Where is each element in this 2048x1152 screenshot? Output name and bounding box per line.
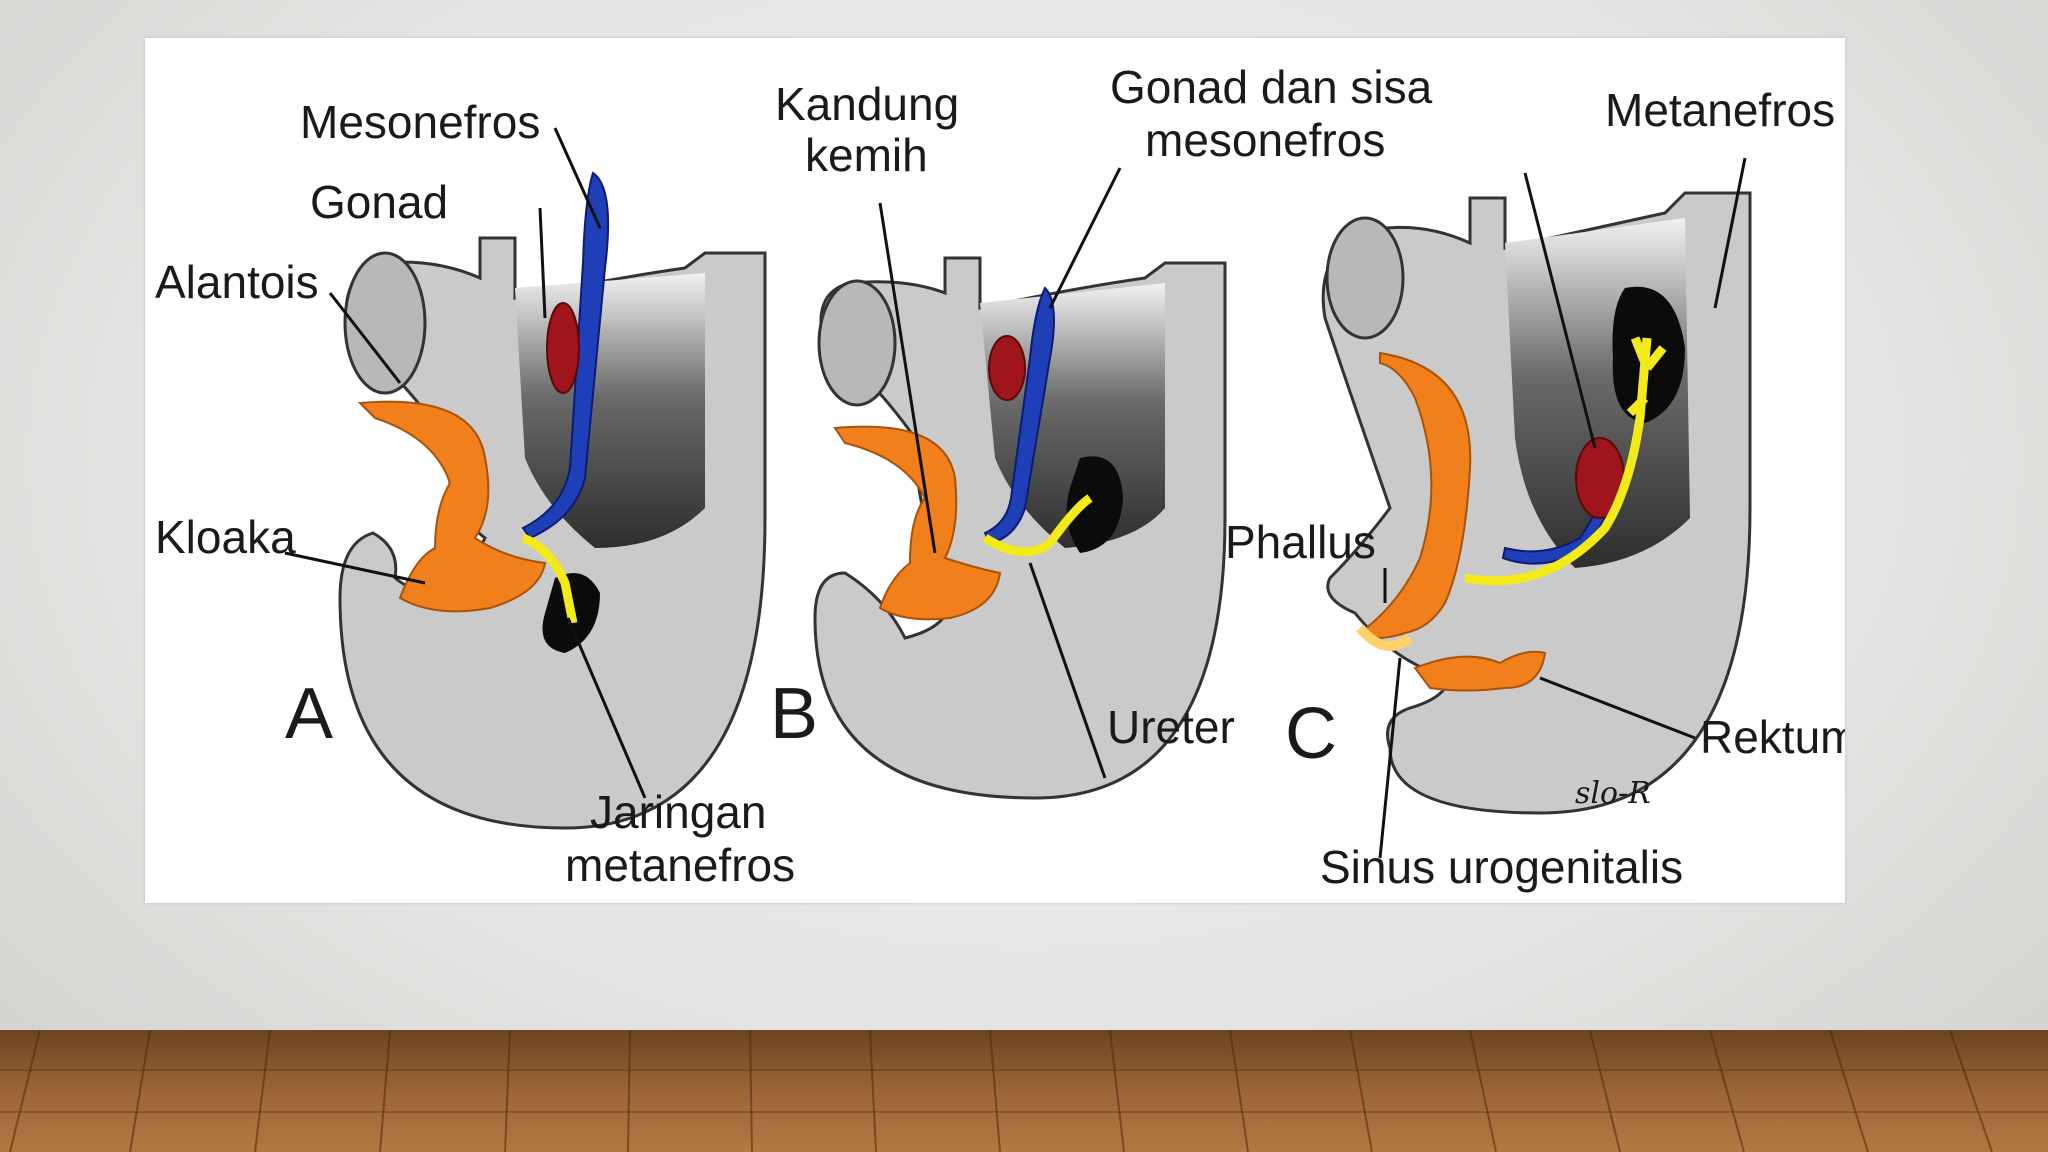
label-gonad-sisa-line1: Gonad dan sisa xyxy=(1110,61,1433,113)
panel-a: A Mesonefros Gonad Alantois Kloaka Jarin… xyxy=(155,96,795,891)
ureter-b xyxy=(982,494,1093,557)
panel-label-c: C xyxy=(1285,694,1337,774)
panel-b: B Kandung kemih Ureter xyxy=(770,78,1235,800)
panel-c: C Gonad dan sisa mesonefros Metanefros P… xyxy=(1110,61,1858,893)
wooden-floor xyxy=(0,1030,2048,1152)
artist-signature: slo-R xyxy=(1575,776,1651,811)
bladder-allantois-c xyxy=(1358,351,1472,639)
allantois-tube-c xyxy=(1325,216,1405,340)
panel-label-b: B xyxy=(770,674,818,754)
label-metanefros: Metanefros xyxy=(1605,84,1835,136)
label-kandung-line1: Kandung xyxy=(775,78,959,130)
label-jaringan-line2: metanefros xyxy=(565,839,795,891)
label-ureter: Ureter xyxy=(1107,701,1235,753)
label-kloaka: Kloaka xyxy=(155,511,296,563)
metanephros-b xyxy=(1066,456,1123,553)
cloaca-b xyxy=(833,425,1002,621)
allantois-tube-a xyxy=(343,251,427,395)
panel-label-a: A xyxy=(285,674,333,754)
allantois-tube-b xyxy=(817,279,897,407)
label-sinus-urogenitalis: Sinus urogenitalis xyxy=(1320,841,1683,893)
rectum-c xyxy=(1413,650,1547,692)
ureter-c xyxy=(1464,336,1667,586)
label-jaringan-line1: Jaringan xyxy=(590,786,766,838)
embryo-diagram: A Mesonefros Gonad Alantois Kloaka Jarin… xyxy=(155,61,1858,893)
label-gonad-sisa-line2: mesonefros xyxy=(1145,114,1385,166)
label-phallus: Phallus xyxy=(1225,516,1376,568)
label-mesonefros: Mesonefros xyxy=(300,96,540,148)
label-alantois: Alantois xyxy=(155,256,319,308)
sinus-glow-c xyxy=(1356,624,1414,651)
label-rektum: Rektum xyxy=(1700,711,1845,763)
gonad-b xyxy=(988,335,1026,401)
ureteric-bud-a xyxy=(521,533,578,624)
gonad-a xyxy=(546,302,580,394)
cloaca-a xyxy=(357,400,547,613)
label-kandung-line2: kemih xyxy=(805,129,928,181)
diagram-panel: A Mesonefros Gonad Alantois Kloaka Jarin… xyxy=(145,38,1858,903)
label-gonad: Gonad xyxy=(310,176,448,228)
